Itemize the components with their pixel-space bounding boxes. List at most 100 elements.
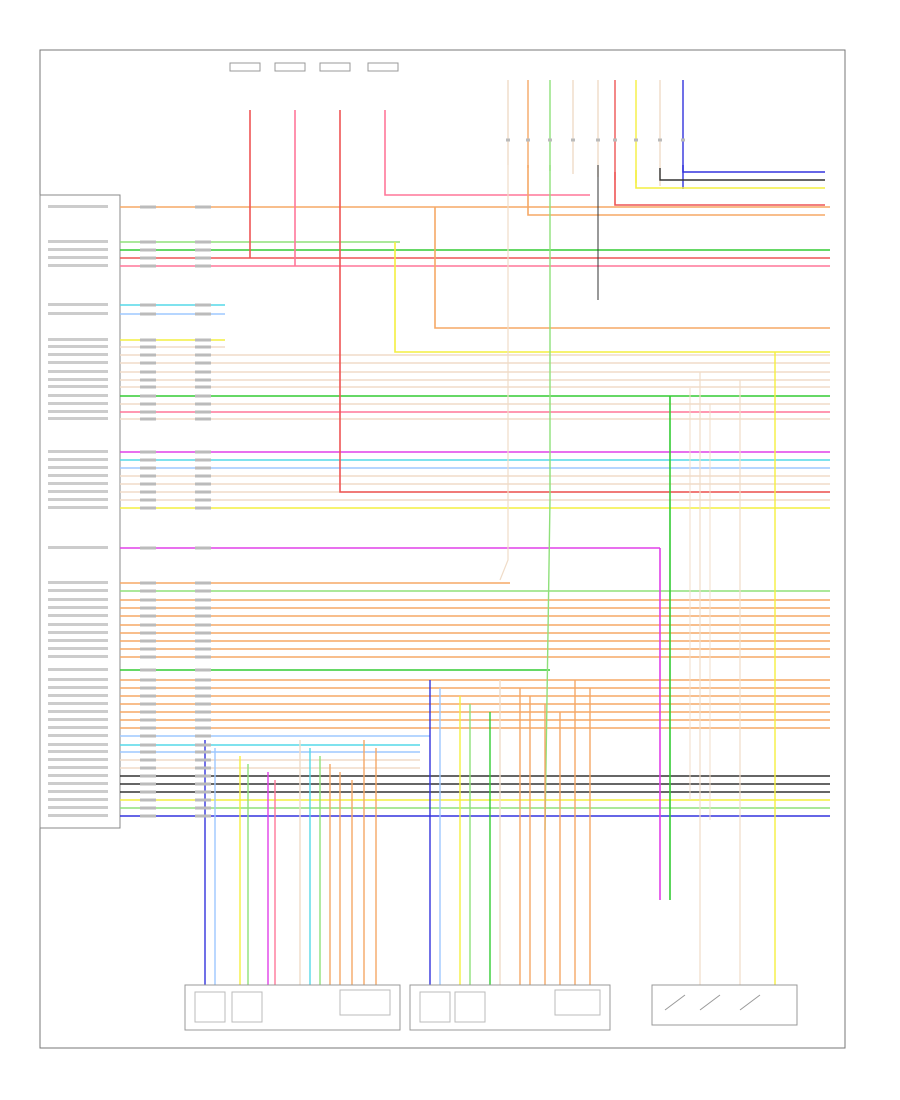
- wire-label: [195, 798, 211, 802]
- pin-label: [48, 798, 108, 801]
- wire-label: [195, 743, 211, 747]
- pin-label: [48, 790, 108, 793]
- pin-label: [48, 598, 108, 601]
- wire: [434, 207, 830, 329]
- wire-label: [634, 138, 638, 142]
- top-connector-1: [229, 62, 261, 72]
- pin-label: [48, 710, 108, 713]
- pin-label: [48, 774, 108, 777]
- wire-label: [195, 450, 211, 454]
- pin-label: [48, 546, 108, 549]
- wire-label: [140, 482, 156, 486]
- wire-label: [195, 546, 211, 550]
- wire-label: [613, 138, 617, 142]
- pin-label: [48, 490, 108, 493]
- wire-label: [140, 466, 156, 470]
- pin-label: [48, 312, 108, 315]
- pin-label: [48, 655, 108, 658]
- pin-label: [48, 256, 108, 259]
- pin-label: [48, 498, 108, 501]
- pin-label: [48, 482, 108, 485]
- wire-label: [195, 385, 211, 389]
- pin-label: [48, 474, 108, 477]
- wire-label: [140, 417, 156, 421]
- wire-label: [140, 581, 156, 585]
- wire-label: [195, 639, 211, 643]
- wire-label: [140, 758, 156, 762]
- pin-label: [48, 639, 108, 642]
- wire-label: [195, 490, 211, 494]
- wire-label: [195, 474, 211, 478]
- wire-label: [140, 782, 156, 786]
- wire-label: [195, 303, 211, 307]
- wire-label: [140, 702, 156, 706]
- wire-label: [596, 138, 600, 142]
- pin-label: [48, 782, 108, 785]
- wire-label: [140, 353, 156, 357]
- wire-label: [195, 353, 211, 357]
- wire-label: [195, 766, 211, 770]
- wire-label: [140, 385, 156, 389]
- wire-label: [681, 138, 685, 142]
- wire-label: [195, 702, 211, 706]
- wire-label: [140, 598, 156, 602]
- wire-label: [195, 402, 211, 406]
- wire-label: [140, 394, 156, 398]
- pin-label: [48, 345, 108, 348]
- wire-label: [195, 205, 211, 209]
- pin-label: [48, 361, 108, 364]
- wire-label: [195, 378, 211, 382]
- pin-label: [48, 647, 108, 650]
- wire: [339, 110, 830, 493]
- wire-label: [140, 798, 156, 802]
- wire-label: [140, 686, 156, 690]
- wire-label: [140, 402, 156, 406]
- wire-label: [140, 458, 156, 462]
- pin-label: [48, 378, 108, 381]
- pin-label: [48, 450, 108, 453]
- pin-label: [48, 734, 108, 737]
- pin-label: [48, 758, 108, 761]
- wire-label: [195, 718, 211, 722]
- wire-label: [195, 774, 211, 778]
- wire-label: [195, 394, 211, 398]
- pin-label: [48, 614, 108, 617]
- top-connector-3: [319, 62, 351, 72]
- wire-label: [140, 312, 156, 316]
- pin-label: [48, 205, 108, 208]
- pin-label: [48, 402, 108, 405]
- top-connector-group: [229, 62, 399, 72]
- pin-label: [48, 743, 108, 746]
- pin-label: [48, 303, 108, 306]
- wire-label: [140, 589, 156, 593]
- pin-label: [48, 338, 108, 341]
- pin-label-group: [48, 205, 108, 817]
- pin-label: [48, 466, 108, 469]
- wire-label: [195, 655, 211, 659]
- wire-label: [195, 686, 211, 690]
- wire-label: [195, 606, 211, 610]
- wire-label: [140, 474, 156, 478]
- diagram-frame: [39, 49, 846, 1049]
- wire-label: [195, 312, 211, 316]
- wire-label: [195, 750, 211, 754]
- control-module-box: [39, 194, 121, 829]
- wire-label: [140, 623, 156, 627]
- wire: [499, 165, 509, 581]
- wire-label: [140, 338, 156, 342]
- wire-label: [140, 806, 156, 810]
- wire-label: [195, 647, 211, 651]
- pin-label: [48, 264, 108, 267]
- wire-label: [140, 606, 156, 610]
- pin-label: [48, 581, 108, 584]
- wire-label: [140, 639, 156, 643]
- top-connector-4: [367, 62, 399, 72]
- pin-label: [48, 668, 108, 671]
- wire-label: [140, 668, 156, 672]
- wire-label: [195, 734, 211, 738]
- wire-label: [195, 623, 211, 627]
- wire-label: [195, 668, 211, 672]
- pin-label: [48, 417, 108, 420]
- wire-label: [195, 466, 211, 470]
